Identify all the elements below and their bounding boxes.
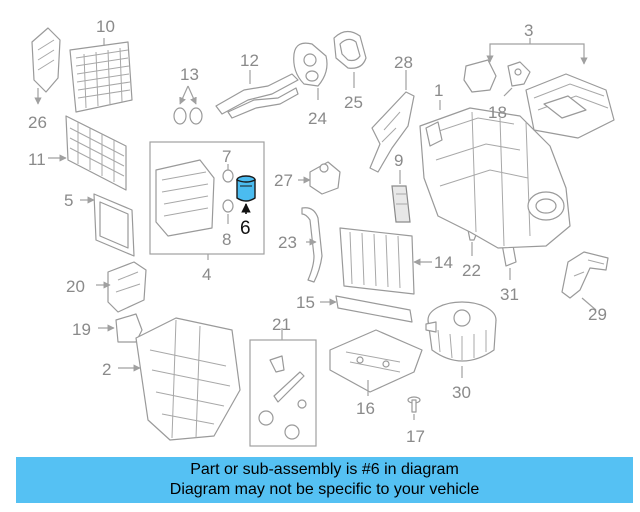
callout-18: 18 — [488, 103, 507, 122]
callout-20: 20 — [66, 277, 85, 296]
callout-30: 30 — [452, 383, 471, 402]
callout-27: 27 — [274, 171, 293, 190]
part-11-evaporator: 11 — [28, 115, 127, 191]
part-5-filter: 5 — [64, 191, 135, 257]
callout-24: 24 — [308, 109, 327, 128]
part-30-blower: 30 — [425, 301, 497, 402]
callout-22: 22 — [462, 261, 481, 280]
callout-3: 3 — [524, 21, 533, 40]
part-6-highlighted: 6 — [236, 175, 256, 239]
callout-5: 5 — [64, 191, 73, 210]
callout-15: 15 — [296, 293, 315, 312]
part-17-bolt: 17 — [406, 396, 425, 446]
callout-21: 21 — [272, 315, 291, 334]
part-1-main-housing: 1 — [419, 81, 571, 249]
part-14-cabin-filter: 14 — [339, 227, 453, 295]
part-24-gasket: 24 — [293, 42, 328, 128]
callout-10: 10 — [96, 17, 115, 36]
callout-19: 19 — [72, 320, 91, 339]
callout-13: 13 — [180, 65, 199, 84]
part-9-switch: 9 — [391, 151, 411, 223]
part-31-clip: 31 — [500, 239, 519, 304]
part-20-actuator: 20 — [66, 261, 147, 313]
callout-2: 2 — [102, 360, 111, 379]
part-23-hose: 23 — [278, 207, 323, 283]
part-12-pipe: 12 — [215, 51, 299, 119]
callout-4: 4 — [202, 265, 211, 284]
part-27-sensor: 27 — [274, 161, 341, 195]
callout-16: 16 — [356, 399, 375, 418]
part-10-heater-core: 10 — [69, 17, 133, 113]
callout-25: 25 — [344, 93, 363, 112]
part-3-upper-housing: 3 18 — [463, 21, 615, 139]
callout-29: 29 — [588, 305, 607, 324]
part-15-seal: 15 — [296, 293, 413, 323]
callout-9: 9 — [394, 151, 403, 170]
group-4-box: 7 8 4 — [149, 141, 265, 284]
callout-11: 11 — [28, 150, 46, 169]
callout-7: 7 — [222, 147, 231, 166]
callout-1: 1 — [434, 81, 443, 100]
callout-17: 17 — [406, 427, 425, 446]
banner-line-2: Diagram may not be specific to your vehi… — [169, 481, 480, 498]
callout-8: 8 — [222, 230, 231, 249]
part-26-bracket: 26 — [28, 27, 61, 132]
banner-line-1: Part or sub-assembly is #6 in diagram — [190, 461, 459, 478]
callout-28: 28 — [394, 53, 413, 72]
callout-26: 26 — [28, 113, 47, 132]
callout-14: 14 — [434, 253, 453, 272]
part-28-bracket: 28 — [369, 53, 415, 173]
part-19-servo: 19 — [72, 313, 143, 343]
callout-31: 31 — [500, 285, 519, 304]
part-2-lower-housing: 2 — [102, 317, 241, 441]
part-21-group: 21 — [249, 315, 317, 447]
part-25-seal: 25 — [333, 30, 367, 112]
callout-12: 12 — [240, 51, 259, 70]
info-banner: Part or sub-assembly is #6 in diagram Di… — [16, 457, 633, 503]
callout-23: 23 — [278, 233, 297, 252]
part-16-tray: 16 — [329, 329, 423, 418]
part-29-duct: 29 — [561, 251, 609, 324]
part-13-orings: 13 — [173, 65, 203, 125]
callout-6: 6 — [240, 218, 251, 239]
parts-diagram: 26 10 11 5 20 19 — [28, 17, 615, 447]
